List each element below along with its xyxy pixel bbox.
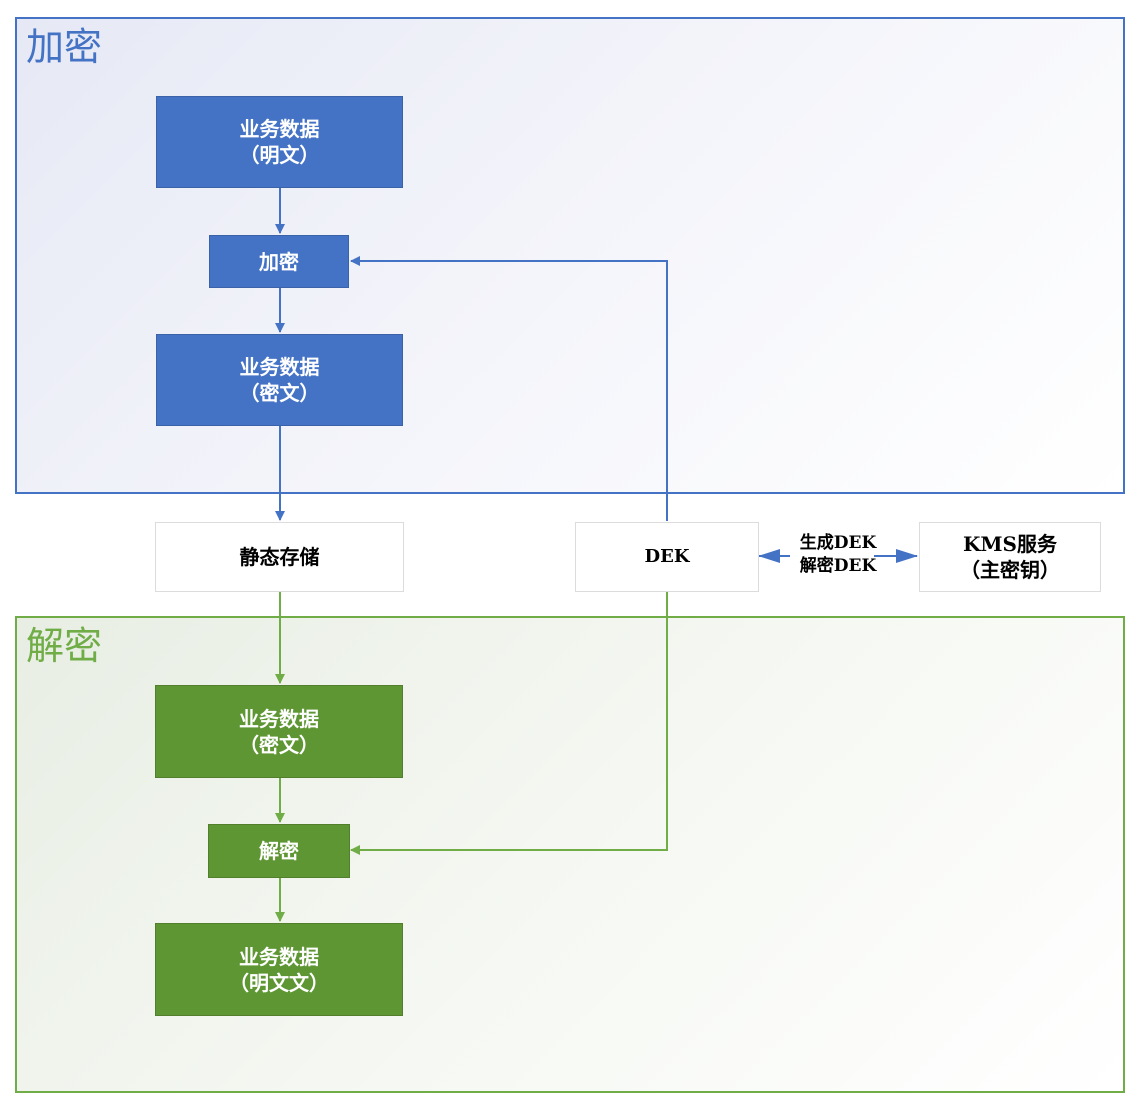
dek-box: DEK xyxy=(575,522,759,592)
dec-ciphertext-line2: （密文） xyxy=(239,732,319,757)
enc-plaintext-line2: （明文） xyxy=(239,143,320,167)
dec-ciphertext-line1: 业务数据 xyxy=(239,706,319,731)
decrypt-step-box: 解密 xyxy=(208,824,350,878)
dec-plaintext-box: 业务数据 （明文文） xyxy=(155,923,403,1016)
dec-plaintext-line2: （明文文） xyxy=(229,970,329,995)
dek-op-generate: 生成DEK xyxy=(799,533,877,553)
kms-service-line1: KMS服务 xyxy=(963,532,1057,556)
dek-operations-label: 生成DEK 解密DEK xyxy=(790,532,886,578)
static-storage-label: 静态存储 xyxy=(239,545,320,569)
dec-plaintext-line1: 业务数据 xyxy=(239,944,319,969)
encryption-region-title: 加密 xyxy=(26,25,103,69)
dek-op-decrypt: 解密DEK xyxy=(799,556,877,576)
decrypt-step-label: 解密 xyxy=(259,839,299,863)
enc-ciphertext-line1: 业务数据 xyxy=(239,355,320,379)
static-storage-box: 静态存储 xyxy=(155,522,404,592)
encrypt-step-box: 加密 xyxy=(209,235,349,288)
kms-service-box: KMS服务 （主密钥） xyxy=(919,522,1101,592)
dec-ciphertext-box: 业务数据 （密文） xyxy=(155,685,403,778)
enc-plaintext-line1: 业务数据 xyxy=(239,117,320,141)
enc-plaintext-box: 业务数据 （明文） xyxy=(156,96,403,188)
encrypt-step-label: 加密 xyxy=(259,249,299,274)
enc-ciphertext-line2: （密文） xyxy=(239,381,320,405)
decryption-region-title: 解密 xyxy=(26,624,103,668)
kms-service-line2: （主密钥） xyxy=(960,558,1060,582)
dek-label: DEK xyxy=(644,546,690,567)
enc-ciphertext-box: 业务数据 （密文） xyxy=(156,334,403,426)
